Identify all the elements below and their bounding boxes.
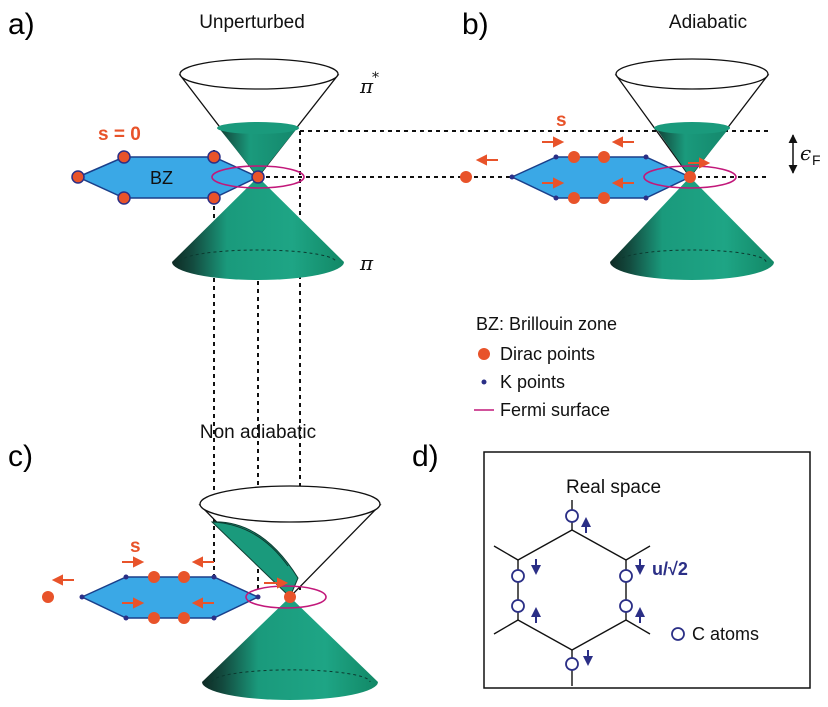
pi-star-label: π — [359, 74, 374, 98]
displacement-arrows — [531, 517, 645, 666]
legend-item-fermi: Fermi surface — [500, 400, 610, 420]
panel-label-d: d) — [412, 440, 439, 473]
fermi-energy-label: ϵ — [800, 141, 811, 165]
dirac-cone-b — [610, 58, 774, 280]
title-adiabatic: Adiabatic — [669, 12, 747, 33]
legend-item-k: K points — [500, 372, 565, 392]
shift-label-c: s — [130, 536, 141, 557]
title-unperturbed: Unperturbed — [199, 12, 305, 33]
dirac-cone-a — [172, 58, 344, 280]
real-space-panel — [483, 451, 811, 689]
panel-label-a: a) — [8, 8, 35, 41]
atoms-label: C atoms — [692, 624, 759, 644]
brillouin-zone-a — [71, 150, 305, 205]
carbon-atoms — [511, 509, 633, 671]
pi-label: π — [359, 251, 374, 275]
displacement-label: u/√2 — [652, 559, 688, 579]
pi-star-superscript: * — [372, 70, 379, 86]
title-real-space: Real space — [566, 477, 661, 498]
shift-label-b: s — [556, 110, 567, 131]
brillouin-zone-c — [42, 556, 327, 624]
bz-label: BZ — [150, 168, 173, 188]
panel-label-c: c) — [8, 440, 33, 473]
legend-item-dirac: Dirac points — [500, 344, 595, 364]
atom-legend-icon — [671, 627, 685, 641]
fermi-energy-subscript: F — [812, 152, 821, 168]
dirac-cone-c — [198, 485, 382, 700]
title-non-adiabatic: Non adiabatic — [200, 422, 316, 443]
legend-dirac-symbol — [478, 348, 490, 360]
panel-label-b: b) — [462, 8, 489, 41]
legend-item-bz: BZ: Brillouin zone — [476, 314, 617, 334]
legend-k-symbol — [481, 379, 487, 385]
shift-label-a: s = 0 — [98, 124, 141, 145]
brillouin-zone-b — [460, 136, 737, 204]
legend: BZ: Brillouin zone Dirac points K points… — [474, 314, 617, 420]
